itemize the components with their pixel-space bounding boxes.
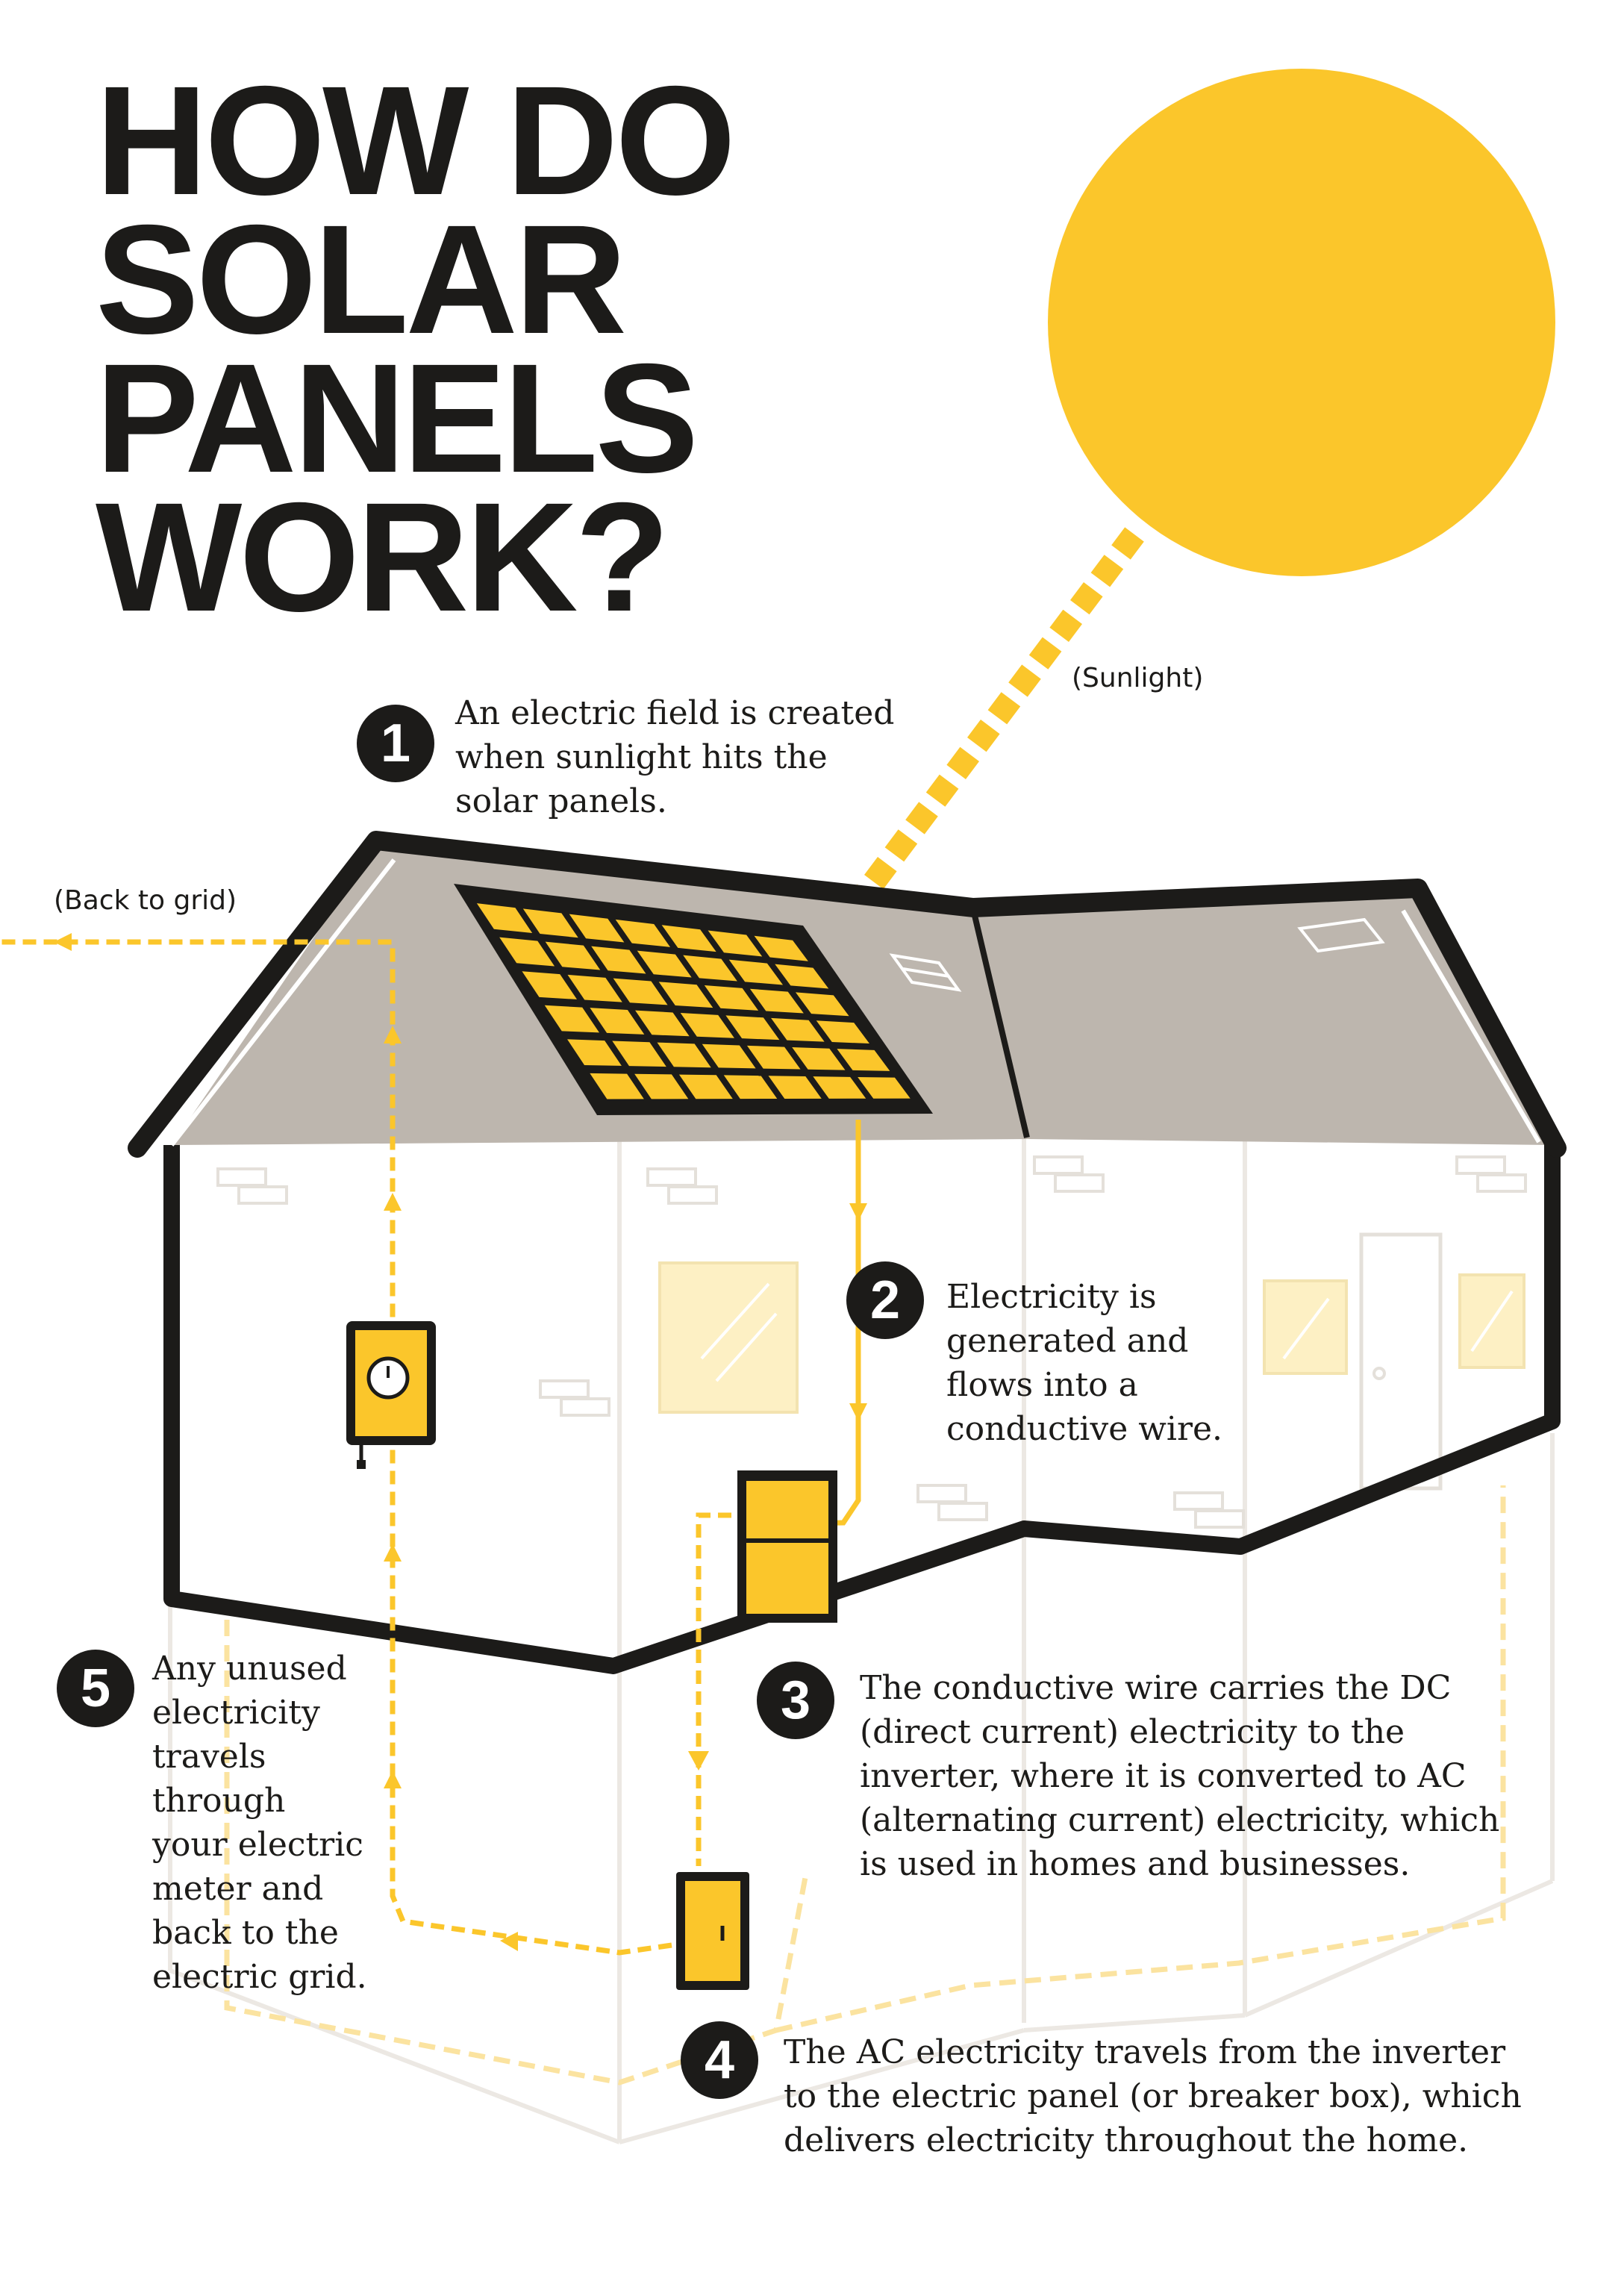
solar-cell [702,1044,756,1069]
solar-cell [544,1005,599,1033]
step-1-text: An electric field is created when sunlig… [455,694,895,820]
ac-wiring-faint [224,1485,1506,2086]
solar-cell [522,971,578,999]
grid-wire [0,939,672,1956]
brick-decorations [216,1155,1527,1529]
solar-cell [725,1015,780,1041]
house-faint-lines [168,1120,1555,2144]
solar-cell [476,903,533,933]
ac-wire [696,1512,731,1866]
solar-cell [567,1039,622,1066]
solar-cell [612,1041,666,1067]
solar-cell [754,935,808,961]
solar-cell [613,978,668,1005]
step-3-number: 3 [757,1662,834,1739]
house-outline [163,1145,1561,1674]
solar-cell [615,919,671,947]
solar-cell [749,988,804,1014]
page-title: HOW DO SOLAR PANELS WORK? [96,54,736,644]
inverter-icon [737,1470,837,1623]
solar-cell [768,1076,822,1099]
solar-cell [858,1076,911,1099]
step-4-text: The AC electricity travels from the inve… [784,2033,1522,2159]
solar-cell [634,1073,689,1099]
solar-cell [771,1017,825,1042]
window-right-1 [1263,1279,1348,1375]
solar-cell [792,1046,846,1070]
title-line-1: HOW DO [96,54,736,228]
solar-cell [708,930,763,957]
step-5-number: 5 [57,1650,134,1727]
grid-wire-arrows [54,933,518,1951]
solar-cell [837,1049,890,1071]
solar-cell [704,985,759,1011]
title-line-3: PANELS [96,332,699,505]
solar-cell [545,941,601,970]
dc-wire-arrows [849,1203,867,1421]
door [1359,1232,1443,1491]
solar-cell [590,1008,645,1035]
title-line-4: WORK? [96,471,670,644]
electric-panel-icon [676,1872,749,1990]
solar-cell [657,1042,711,1068]
solar-cell [567,974,622,1002]
solar-cell [637,950,692,978]
solar-cell [590,1073,644,1099]
solar-cell [678,1074,733,1099]
back-to-grid-label: (Back to grid) [54,885,237,916]
solar-cell [813,1076,866,1099]
step-3-text: The conductive wire carries the DC (dire… [860,1669,1500,1883]
solar-cell [522,908,578,938]
sunlight-label: (Sunlight) [1072,663,1204,693]
title-line-2: SOLAR [96,193,627,366]
windows [658,1232,1525,1491]
step-2-text: Electricity is generated and flows into … [946,1278,1223,1448]
step-5-text: Any unused electricity travels through y… [152,1650,367,1996]
solar-cell [723,1075,778,1099]
solar-cell [775,964,829,989]
solar-cell [683,955,737,982]
electric-meter-icon [346,1321,436,1469]
solar-cell [728,959,784,985]
solar-cell [499,937,555,967]
solar-cell [661,925,716,952]
step-2-number: 2 [846,1261,924,1339]
sun-icon [1048,69,1555,576]
solar-cell [658,982,713,1008]
window-left [658,1261,799,1414]
solar-cell [635,1010,690,1037]
step-4-number: 4 [681,2021,758,2099]
solar-cell [795,992,849,1017]
solar-cell [816,1020,869,1044]
solar-cell [680,1013,734,1038]
solar-panel-icon [454,884,933,1115]
solar-cell [569,914,625,943]
solar-cell [746,1045,801,1070]
solar-cell [591,946,646,974]
step-1-number: 1 [357,705,434,782]
